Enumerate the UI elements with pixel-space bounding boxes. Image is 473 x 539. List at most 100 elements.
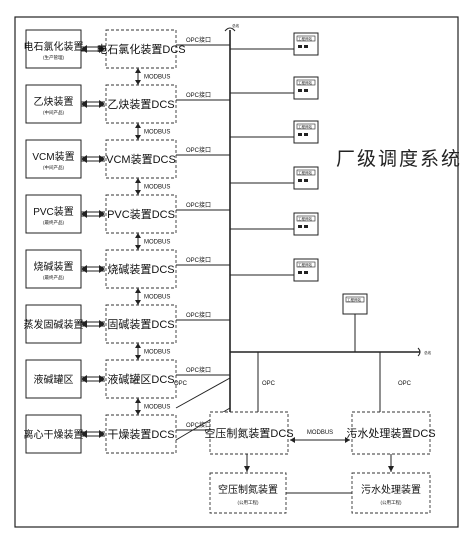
modbus-arrow-down-4 (135, 300, 141, 305)
modbus-label-2: MODBUS (144, 185, 170, 191)
plant-sub-0: (生产管理) (43, 54, 64, 61)
plant-dcs-arrow-right-4 (99, 265, 105, 273)
dcs-box-6[interactable] (105, 359, 177, 399)
modbus-label-4: MODBUS (144, 295, 170, 301)
dcs-box-5[interactable] (105, 304, 177, 344)
workstation-key-b-5 (304, 271, 308, 274)
plant-dcs-arrow-right-7 (99, 430, 105, 438)
air-plant-sub: (公用工程) (238, 499, 259, 506)
dcs-label-5: 固碱装置DCS (107, 318, 174, 331)
plant-dcs-arrow-left-5 (81, 320, 87, 328)
plant-sub-4: (最终产品) (43, 274, 64, 281)
plant-dcs-arrow-right-1 (99, 100, 105, 108)
plant-box-6[interactable] (25, 359, 82, 399)
modbus-label-1: MODBUS (144, 130, 170, 136)
workstation-key-b-4 (304, 225, 308, 228)
opc-water-label: OPC (398, 381, 412, 387)
opc-label-3: OPC接口 (186, 201, 211, 209)
plant-name-5: 蒸发固碱装置 (24, 318, 84, 331)
water-plant-sub: (公用工程) (381, 499, 402, 506)
dcs-box-2[interactable] (105, 139, 177, 179)
workstation-key-a-0 (298, 45, 302, 48)
plant-rows: 电石氯化装置(生产管理)电石氯化装置DCSOPC接口MODBUS乙炔装置(中间产… (24, 29, 230, 454)
modbus-arrow-down-2 (135, 190, 141, 195)
modbus-label-3: MODBUS (144, 240, 170, 246)
workstation-screen-2 (296, 123, 316, 130)
plant-box-3[interactable] (25, 194, 82, 234)
dcs-box-1[interactable] (105, 84, 177, 124)
workstation-screen-3 (296, 169, 316, 176)
workstation-label-3: 工程师站 (298, 170, 312, 175)
outer-frame (14, 16, 459, 528)
air-dcs-label: 空压制氮装置DCS (204, 426, 293, 440)
opc-air-label: OPC (262, 381, 276, 387)
plant-box-2[interactable] (25, 139, 82, 179)
workstation-label-4: 工程师站 (298, 216, 312, 221)
dcs-label-6: 液碱罐区DCS (107, 372, 174, 386)
modbus-arrow-up-6 (135, 398, 141, 403)
bus-break-top (224, 27, 236, 32)
plant-sub-1: (中间产品) (43, 109, 64, 116)
modbus-arrow-up-2 (135, 178, 141, 183)
workstation-key-a-1 (298, 89, 302, 92)
plant-dcs-arrow-left-6 (81, 375, 87, 383)
plant-dcs-arrow-left-3 (81, 210, 87, 218)
dcs-box-7[interactable] (105, 414, 177, 454)
water-dcs-box[interactable] (351, 411, 431, 455)
plant-name-7: 离心干燥装置 (24, 428, 84, 441)
plant-name-1: 乙炔装置 (34, 95, 74, 108)
air-plant-box[interactable] (209, 472, 287, 514)
air-dcs-box[interactable] (209, 411, 289, 455)
workstation-key-a-3 (298, 179, 302, 182)
workstation-key-b-0 (304, 45, 308, 48)
water-vertical-arrow (388, 466, 394, 472)
plant-name-2: VCM装置 (32, 150, 74, 163)
modbus-arrow-down-0 (135, 80, 141, 85)
plant-box-0[interactable] (25, 29, 82, 69)
air-vertical-arrow (244, 466, 250, 472)
workstation-label-0: 工程师站 (298, 36, 312, 41)
workstation-screen-5 (296, 261, 316, 268)
dcs-label-7: 干燥装置DCS (107, 428, 174, 441)
modbus-arrow-up-0 (135, 68, 141, 73)
bus-label-top: 总线 (232, 23, 239, 28)
bus-break-right (417, 347, 421, 357)
modbus-utility-arrow-right (345, 437, 350, 443)
opc-label-4: OPC接口 (186, 256, 211, 264)
dcs-box-4[interactable] (105, 249, 177, 289)
dcs-box-3[interactable] (105, 194, 177, 234)
workstation-key-a-5 (298, 271, 302, 274)
workstation-right-label: 工程师站 (347, 297, 361, 302)
plant-dcs-arrow-right-5 (99, 320, 105, 328)
modbus-arrow-up-3 (135, 233, 141, 238)
air-plant-label: 空压制氮装置 (218, 483, 278, 496)
workstation-label-1: 工程师站 (298, 80, 312, 85)
modbus-arrow-down-3 (135, 245, 141, 250)
modbus-arrow-up-4 (135, 288, 141, 293)
workstation-screen-1 (296, 79, 316, 86)
dcs-label-1: 乙炔装置DCS (107, 98, 174, 111)
dcs-box-0[interactable] (105, 29, 177, 69)
opc-label-0: OPC接口 (186, 36, 211, 44)
workstation-key-b-2 (304, 133, 308, 136)
plant-dcs-arrow-left-2 (81, 155, 87, 163)
workstation-label-5: 工程师站 (298, 262, 312, 267)
modbus-label-0: MODBUS (144, 75, 170, 81)
modbus-label-6: MODBUS (144, 405, 170, 411)
plant-dcs-arrow-left-1 (81, 100, 87, 108)
plant-dcs-arrow-left-0 (81, 45, 87, 53)
modbus-arrow-down-5 (135, 355, 141, 360)
plant-dcs-arrow-right-0 (99, 45, 105, 53)
workstation-right: 工程师站 (342, 293, 368, 352)
dcs-label-4: 烧碱装置DCS (107, 263, 174, 276)
modbus-label-5: MODBUS (144, 350, 170, 356)
workstation-key-b-1 (304, 89, 308, 92)
modbus-utility-label: MODBUS (307, 430, 333, 436)
dcs-label-0: 电石氯化装置DCS (96, 42, 185, 56)
plant-name-0: 电石氯化装置 (24, 40, 84, 53)
plant-name-3: PVC装置 (33, 205, 74, 218)
plant-name-6: 液碱罐区 (34, 373, 74, 386)
opc-left-label: OPC (174, 381, 188, 387)
